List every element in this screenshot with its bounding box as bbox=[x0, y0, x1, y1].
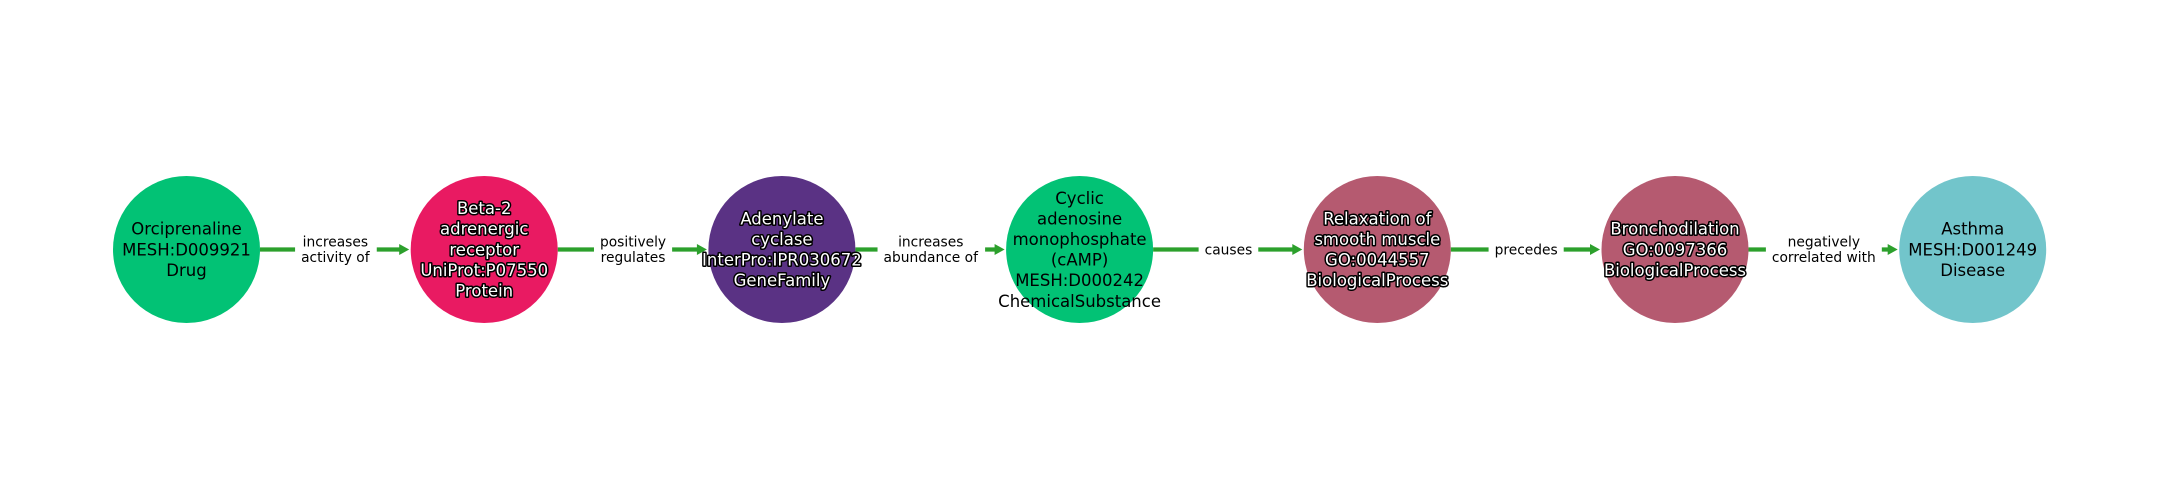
arrowhead-icon bbox=[994, 244, 1005, 255]
node-label-line: GO:0097366 bbox=[1623, 240, 1728, 259]
node-label-line: Adenylate bbox=[740, 209, 823, 228]
node-label-line: ChemicalSubstance bbox=[998, 292, 1161, 311]
edge-label-background bbox=[593, 232, 673, 269]
node-label-line: Relaxation of bbox=[1323, 209, 1432, 228]
edge-label-text: precedes bbox=[1495, 242, 1558, 258]
node-label-line: GeneFamily bbox=[734, 271, 831, 290]
arrowhead-icon bbox=[1292, 244, 1303, 255]
node-label-line: Asthma bbox=[1941, 220, 2004, 239]
node-label-line: InterPro:IPR030672 bbox=[702, 251, 862, 270]
node-label-line: BiologicalProcess bbox=[1306, 271, 1448, 290]
node-circle bbox=[1601, 176, 1749, 323]
node-label-line: Protein bbox=[455, 282, 513, 301]
node-label-line: MESH:D009921 bbox=[122, 240, 251, 259]
node-label-line: adrenergic bbox=[440, 220, 528, 239]
node-label-line: UniProt:P07550 bbox=[420, 261, 548, 280]
arrowhead-icon bbox=[1590, 244, 1600, 255]
node-label-line: monophosphate bbox=[1013, 230, 1147, 249]
edge-causes: causes bbox=[1153, 240, 1303, 261]
arrowhead-icon bbox=[399, 244, 410, 255]
node-circle bbox=[113, 176, 260, 323]
edge-label-line: precedes bbox=[1495, 242, 1558, 258]
edge-label-line: negatively bbox=[1788, 235, 1860, 251]
edge-label-background bbox=[1765, 232, 1882, 269]
edge-label-text: causes bbox=[1205, 242, 1253, 258]
edge-label-line: increases bbox=[303, 235, 368, 251]
node-label-line: Disease bbox=[1940, 261, 2005, 280]
node-label-line: BiologicalProcess bbox=[1604, 261, 1746, 280]
edge-label-line: increases bbox=[898, 235, 963, 251]
node-circle bbox=[1303, 176, 1451, 323]
node-label-line: GO:0044557 bbox=[1325, 251, 1430, 270]
node-label-line: Cyclic bbox=[1055, 189, 1104, 208]
edge-label-line: causes bbox=[1205, 242, 1253, 258]
edge-label-background bbox=[1198, 240, 1259, 261]
node-label-line: MESH:D001249 bbox=[1908, 240, 2037, 259]
node-circle bbox=[1899, 176, 2047, 323]
node-label-line: smooth muscle bbox=[1314, 230, 1440, 249]
node-circle bbox=[1006, 176, 1154, 323]
node-label-line: Beta-2 bbox=[457, 199, 512, 218]
node-label-line: receptor bbox=[449, 240, 519, 259]
edge-label-line: regulates bbox=[601, 250, 666, 266]
arrowhead-icon bbox=[1887, 244, 1898, 255]
edge-label-line: abundance of bbox=[884, 250, 980, 266]
edge-label-line: positively bbox=[600, 235, 666, 251]
node-label-line: MESH:D000242 bbox=[1015, 271, 1144, 290]
node-circle bbox=[708, 176, 856, 323]
edge-label: causes bbox=[1198, 240, 1259, 261]
node-circle bbox=[410, 176, 558, 323]
edge-label-line: correlated with bbox=[1772, 250, 1876, 266]
edge-label-background bbox=[1488, 240, 1564, 261]
node-label-line: adenosine bbox=[1037, 209, 1122, 228]
edge-precedes: precedes bbox=[1450, 240, 1600, 261]
edge-label: precedes bbox=[1488, 240, 1564, 261]
edge-label-background bbox=[295, 232, 377, 269]
edge-label-background bbox=[877, 232, 986, 269]
node-label-line: Drug bbox=[166, 261, 206, 280]
node-label-line: Bronchodilation bbox=[1610, 220, 1739, 239]
node-label-line: cyclase bbox=[751, 230, 812, 249]
arrowhead-icon bbox=[696, 244, 707, 255]
node-label-line: Orciprenaline bbox=[131, 220, 241, 239]
edge-label-line: activity of bbox=[301, 250, 371, 266]
node-label-line: (cAMP) bbox=[1051, 251, 1108, 270]
